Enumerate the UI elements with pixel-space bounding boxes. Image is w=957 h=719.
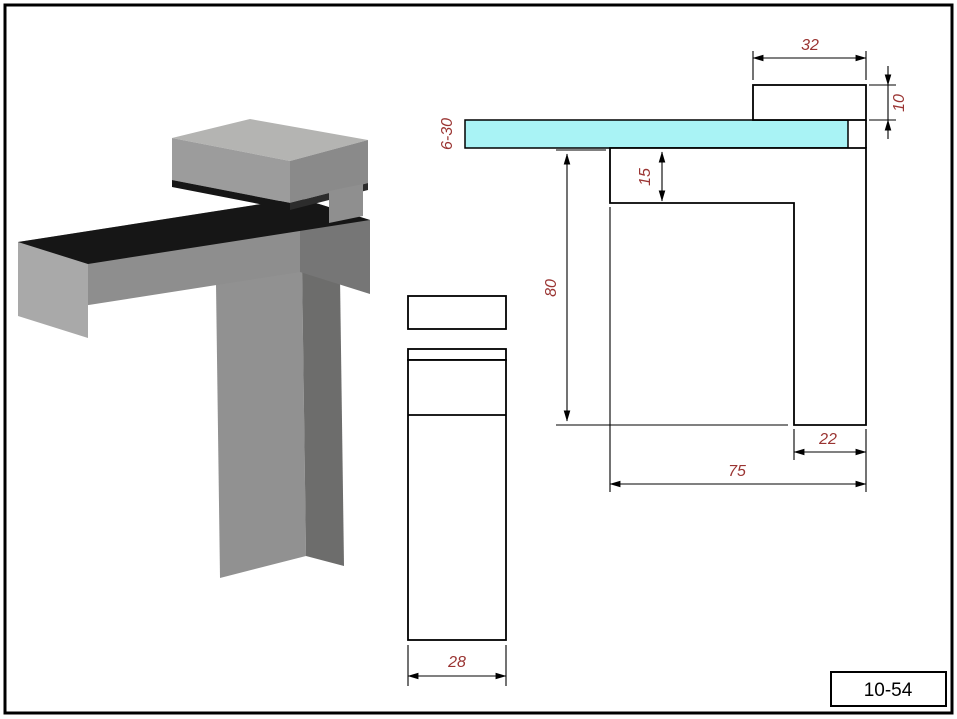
front-jaw-strip [407,348,507,361]
clamp-top-face [172,119,368,161]
page-border [3,3,954,715]
part-number-box: 10-54 [830,671,947,707]
glass-panel [464,119,849,149]
front-top-block [407,295,507,330]
part-number-frame [830,671,947,707]
arm-top-pad [18,198,370,264]
dim-label-arm-depth: 75 [728,463,746,480]
clamp-hinge-post [329,184,363,223]
dim-label-column-depth: 22 [818,431,837,448]
arm-left-end-face [18,242,88,338]
clamp-underside-front [172,180,290,210]
part-number-text: 10-54 [864,680,913,701]
dim-label-glass-range: 6-30 [439,118,456,150]
clamp-front-face [172,138,290,203]
front-body [407,359,507,641]
side-section-view: 32 10 6-30 15 80 22 75 [439,37,908,492]
side-bracket-profile [609,147,867,426]
dim-label-top-height: 10 [891,94,908,112]
column-side-face [302,266,344,566]
dim-label-front-width: 28 [447,654,466,671]
front-view: 28 [407,295,507,686]
dim-label-lip: 15 [637,168,654,186]
dim-label-height: 80 [543,279,560,297]
iso-view [18,119,370,578]
side-top-clamp [752,84,867,121]
dim-label-top-width: 32 [801,37,819,54]
column-front-face [216,266,306,578]
